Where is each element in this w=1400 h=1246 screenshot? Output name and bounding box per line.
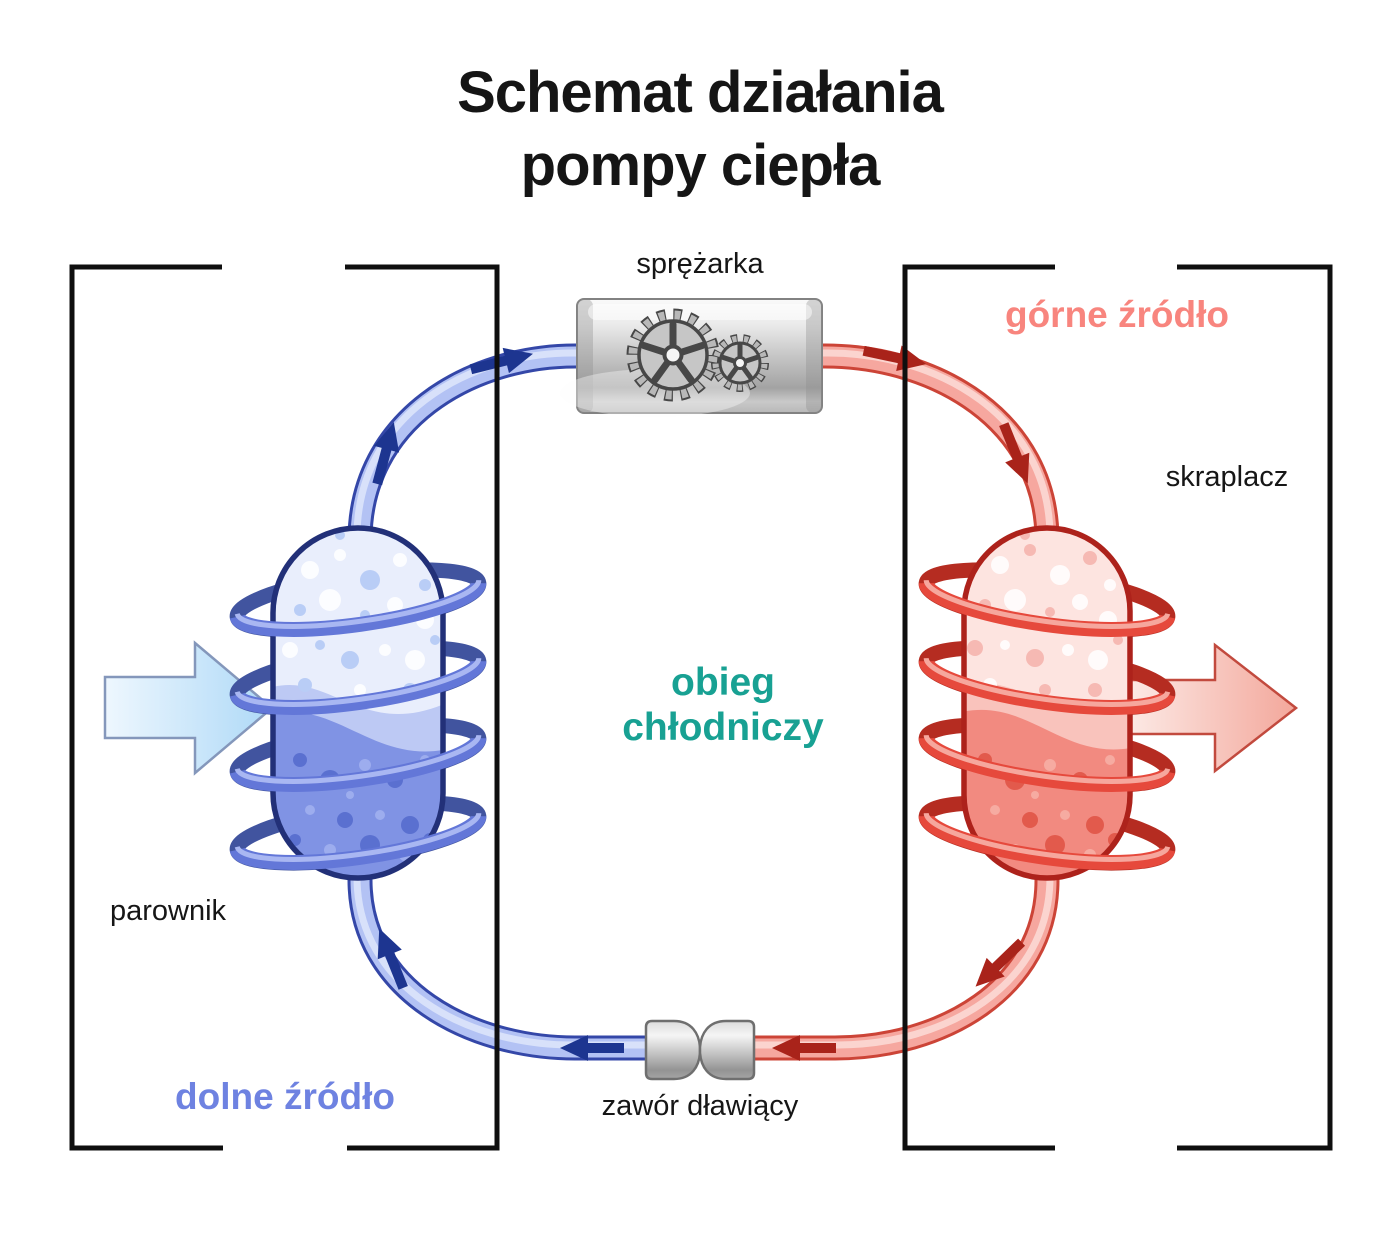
compressor (560, 298, 823, 417)
heat-output-arrow-icon (1116, 642, 1299, 774)
refrigeration-cycle-line1: obieg (671, 661, 775, 704)
page-title-line1: Schemat działania (457, 60, 944, 125)
evaporator (229, 525, 487, 881)
upper-source-label: górne źródło (1004, 294, 1230, 335)
refrigeration-cycle-line2: chłodniczy (622, 706, 824, 750)
right-room-outline (902, 264, 1333, 1151)
heat-input-arrow-icon (103, 640, 274, 776)
room-outlines (69, 264, 1333, 1151)
throttling-valve-label: zawór dławiący (601, 1090, 799, 1122)
page-title-line2: pompy ciepła (520, 133, 881, 199)
page-title: Schemat działania pompy ciepła (0, 56, 1400, 202)
condenser-label: skraplacz (1165, 461, 1289, 493)
lower-source-label: dolne źródło (175, 1076, 395, 1117)
evaporator-coil (229, 579, 487, 870)
expansion-valve (644, 1019, 756, 1081)
left-room-outline (69, 264, 500, 1151)
refrigeration-cycle-label: obieg chłodniczy (573, 660, 873, 750)
condenser-coil (918, 579, 1176, 870)
small-gear-icon (711, 334, 769, 392)
evaporator-label: parownik (110, 895, 227, 927)
condenser (918, 525, 1176, 881)
compressor-label: sprężarka (636, 248, 764, 280)
